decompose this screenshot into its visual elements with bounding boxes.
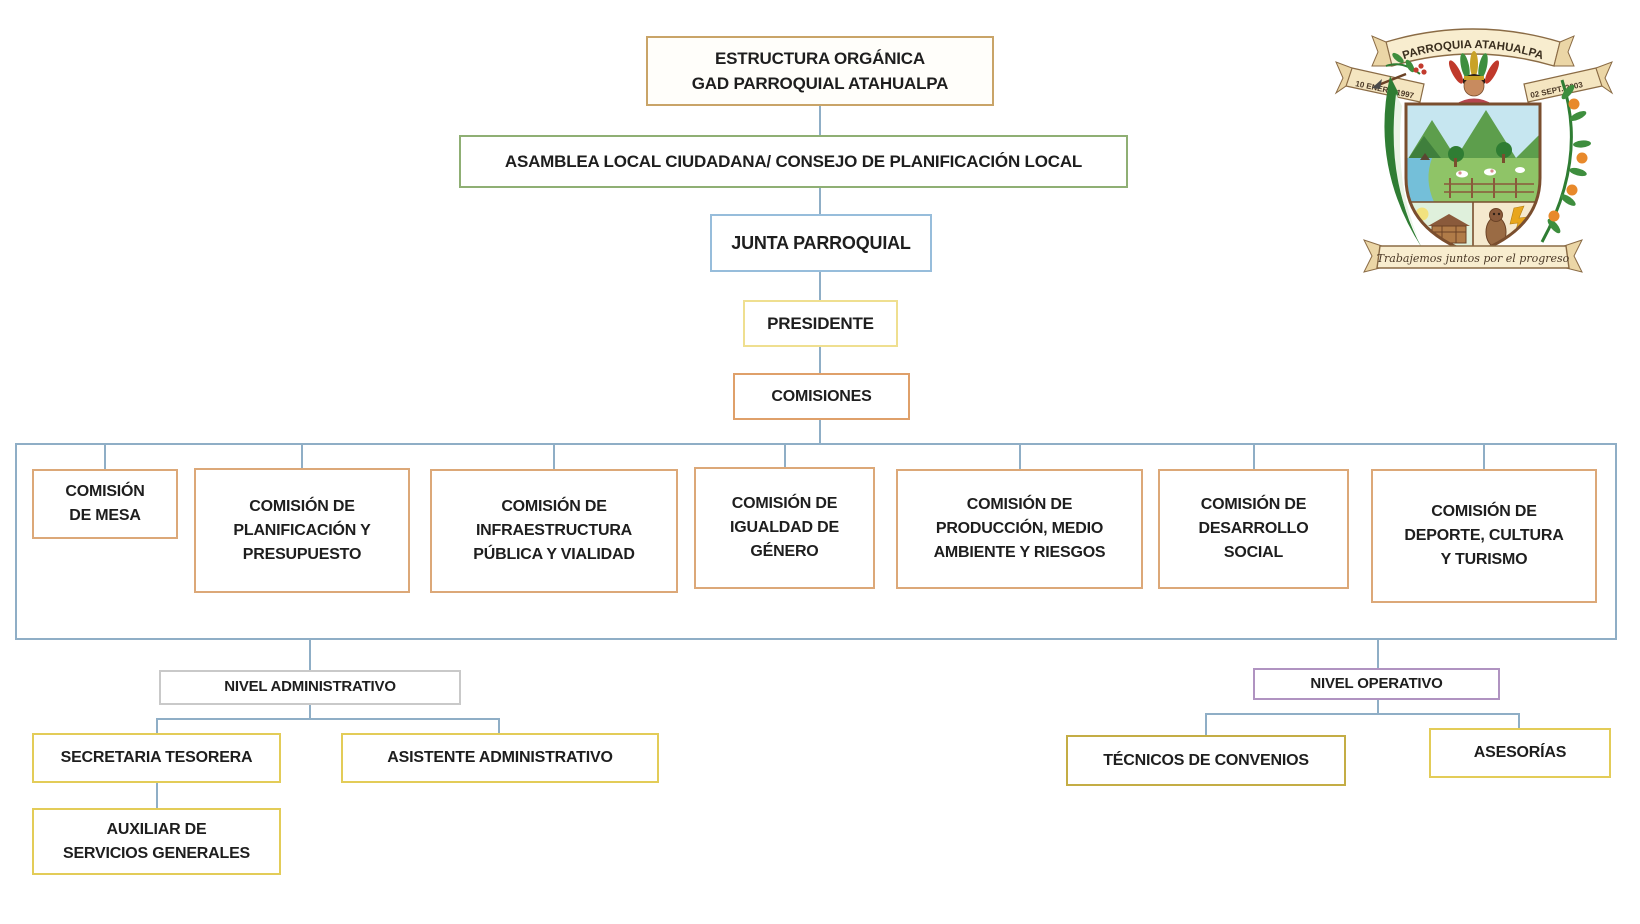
connector-line — [1518, 713, 1520, 728]
node-asesorias: ASESORÍAS — [1429, 728, 1611, 778]
motto-text: Trabajemos juntos por el progreso — [1377, 252, 1570, 265]
connector-line — [553, 443, 555, 469]
node-auxiliar-servicios: AUXILIAR DE SERVICIOS GENERALES — [32, 808, 281, 875]
connector-line — [1253, 443, 1255, 469]
connector-line — [1019, 443, 1021, 469]
shield-field — [1406, 104, 1540, 254]
comisiones-container — [15, 443, 1617, 640]
node-asamblea-local: ASAMBLEA LOCAL CIUDADANA/ CONSEJO DE PLA… — [459, 135, 1128, 188]
node-asistente-administrativo: ASISTENTE ADMINISTRATIVO — [341, 733, 659, 783]
node-comision-igualdad: COMISIÓN DE IGUALDAD DE GÉNERO — [694, 467, 875, 589]
connector-line — [156, 783, 158, 808]
coffee-sprig — [1385, 52, 1427, 75]
connector-line — [819, 106, 821, 135]
top-banner: PARROQUIA ATAHUALPA — [1371, 28, 1575, 67]
node-comisiones: COMISIONES — [733, 373, 910, 420]
connector-line — [784, 443, 786, 467]
node-nivel-administrativo: NIVEL ADMINISTRATIVO — [159, 670, 461, 705]
connector-line — [819, 188, 821, 214]
node-comision-infraestructura: COMISIÓN DE INFRAESTRUCTURA PÚBLICA Y VI… — [430, 469, 678, 593]
pennant-flag — [1372, 72, 1422, 248]
connector-line — [301, 443, 303, 468]
connector-line — [1377, 700, 1379, 713]
node-comision-mesa: COMISIÓN DE MESA — [32, 469, 178, 539]
atahualpa-figure — [1448, 51, 1500, 108]
connector-line — [1205, 713, 1207, 735]
parish-coat-of-arms: 10 ENERO 1997 02 SEPT. 2003 PARROQUIA AT… — [1334, 28, 1614, 273]
connector-line — [819, 420, 821, 443]
motto-banner: Trabajemos juntos por el progreso — [1363, 239, 1583, 273]
connector-line — [104, 443, 106, 469]
node-tecnicos-convenios: TÉCNICOS DE CONVENIOS — [1066, 735, 1346, 786]
node-junta-parroquial: JUNTA PARROQUIAL — [710, 214, 932, 272]
node-comision-desarrollo: COMISIÓN DE DESARROLLO SOCIAL — [1158, 469, 1349, 589]
connector-line — [1483, 443, 1485, 469]
node-comision-produccion: COMISIÓN DE PRODUCCIÓN, MEDIO AMBIENTE Y… — [896, 469, 1143, 589]
connector-line — [156, 718, 500, 720]
node-secretaria-tesorera: SECRETARIA TESORERA — [32, 733, 281, 783]
connector-line — [309, 640, 311, 670]
connector-line — [819, 272, 821, 300]
orange-branch — [1540, 79, 1591, 243]
node-nivel-operativo: NIVEL OPERATIVO — [1253, 668, 1500, 700]
node-comision-deporte: COMISIÓN DE DEPORTE, CULTURA Y TURISMO — [1371, 469, 1597, 603]
connector-line — [1205, 713, 1520, 715]
node-estructura-organica: ESTRUCTURA ORGÁNICA GAD PARROQUIAL ATAHU… — [646, 36, 994, 106]
node-comision-planificacion: COMISIÓN DE PLANIFICACIÓN Y PRESUPUESTO — [194, 468, 410, 593]
connector-line — [156, 718, 158, 733]
connector-line — [498, 718, 500, 733]
connector-line — [309, 705, 311, 718]
connector-line — [819, 347, 821, 373]
connector-line — [1377, 640, 1379, 668]
node-presidente: PRESIDENTE — [743, 300, 898, 347]
